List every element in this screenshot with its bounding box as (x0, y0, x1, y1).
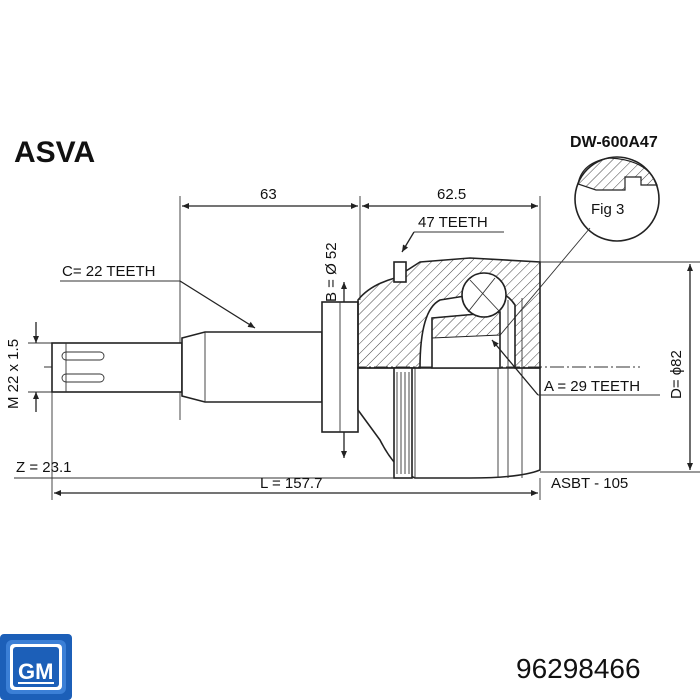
dim-63-label: 63 (260, 186, 277, 203)
dim-62-5-label: 62.5 (437, 186, 466, 203)
total-length-label: L = 157.7 (260, 475, 322, 492)
cv-housing (357, 257, 541, 479)
diameter-b-label: B = Ø 52 (323, 242, 340, 302)
logo-text: GM (18, 659, 53, 684)
spline-c-callout: C= 22 TEETH (60, 263, 256, 329)
gm-logo-icon: GM (0, 634, 72, 700)
abs-z-label: Z = 23.1 (16, 459, 71, 476)
diameter-d-callout: D= ϕ82 (540, 261, 700, 473)
boot-kit-label: ASBT - 105 (551, 475, 628, 492)
dimension-62-5: 62.5 (362, 186, 541, 262)
spline-a-label: A = 29 TEETH (544, 378, 640, 395)
diameter-d-label: D= ϕ82 (668, 350, 685, 399)
brand-name: ASVA (14, 136, 95, 169)
outer-teeth-label: 47 TEETH (418, 214, 488, 231)
fig-leader-line (495, 227, 591, 341)
model-code: DW-600A47 (570, 134, 658, 151)
dimension-63: 63 (179, 186, 361, 420)
spline-a-callout: A = 29 TEETH (491, 339, 660, 396)
fig-3-detail: Fig 3 (574, 156, 660, 242)
shaft (51, 301, 359, 433)
total-length-dimension: L = 157.7 (51, 392, 541, 500)
fig-label: Fig 3 (591, 201, 624, 218)
abs-z-callout: Z = 23.1 (14, 459, 394, 479)
thread-m-callout: M 22 x 1.5 (5, 322, 52, 412)
spline-c-label: C= 22 TEETH (62, 263, 156, 280)
outer-teeth-callout: 47 TEETH (401, 214, 504, 253)
part-number: 96298466 (516, 653, 641, 684)
thread-m-label: M 22 x 1.5 (5, 339, 22, 409)
